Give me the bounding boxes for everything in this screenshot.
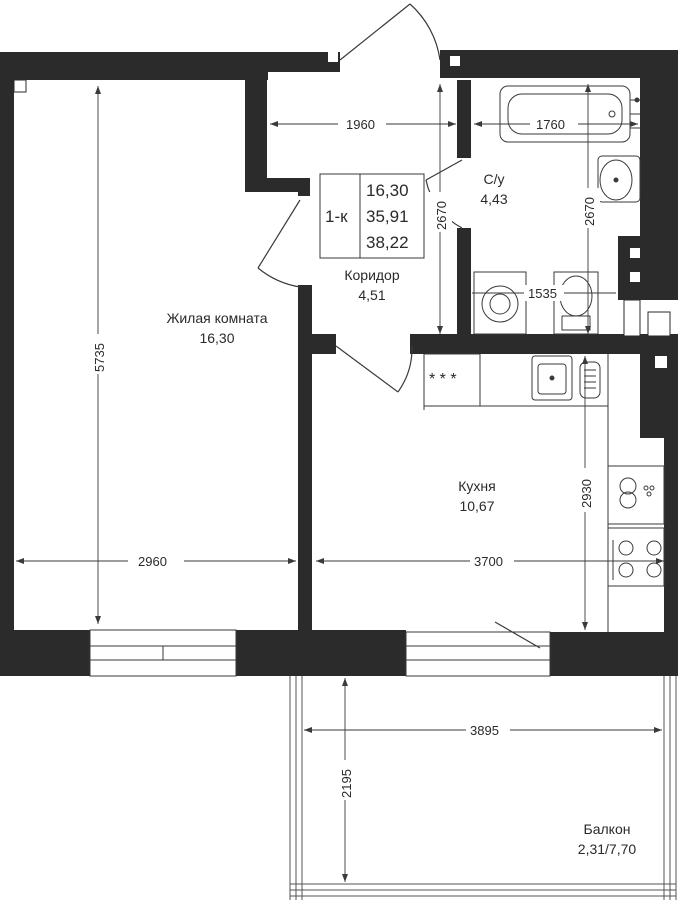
dim-living-height: 5735: [92, 343, 107, 372]
total-area-value: 35,91: [366, 207, 409, 226]
svg-text:* * *: * * *: [429, 371, 457, 388]
kitchen-fixtures: * * *: [423, 353, 665, 632]
kitchen-name: Кухня: [458, 478, 495, 494]
washing-machine: [473, 271, 527, 335]
dim-kitchen-height: 2930: [579, 479, 594, 508]
toilet: [553, 271, 599, 335]
total-with-balcony-value: 38,22: [366, 233, 409, 252]
bathroom-name: С/у: [484, 171, 505, 187]
living-area-value: 16,30: [366, 181, 409, 200]
balcony: [289, 676, 677, 900]
bath-sink: [597, 155, 641, 203]
dim-corridor-width: 1960: [346, 117, 375, 132]
dim-bath-width: 1760: [536, 117, 565, 132]
summary-box: 1-к 16,30 35,91 38,22: [319, 173, 425, 259]
corridor-name: Коридор: [344, 267, 400, 283]
living-room-name: Жилая комната: [166, 310, 267, 326]
wall-details: [13, 52, 671, 368]
corridor-area: 4,51: [358, 287, 385, 303]
bathroom-area: 4,43: [480, 191, 507, 207]
bath-fixtures: [473, 85, 641, 335]
dimension-labels: 5735 2960 1960 2670 1760 2670 1535 2930 …: [86, 116, 600, 800]
dim-bath-height: 2670: [582, 197, 597, 226]
living-room-area: 16,30: [199, 330, 234, 346]
balcony-area: 2,31/7,70: [578, 841, 637, 857]
dim-corridor-height: 2670: [434, 201, 449, 230]
dim-living-width: 2960: [138, 554, 167, 569]
windows: [89, 629, 551, 677]
dim-balcony-width: 3895: [470, 723, 499, 738]
dim-kitchen-width: 3700: [474, 554, 503, 569]
dim-balcony-depth: 2195: [339, 769, 354, 798]
walls: [0, 50, 678, 676]
balcony-name: Балкон: [584, 821, 631, 837]
apartment-type: 1-к: [325, 207, 348, 226]
room-labels: Жилая комната 16,30 Коридор 4,51 С/у 4,4…: [166, 171, 636, 857]
dimension-arrows: [16, 84, 664, 882]
kitchen-area: 10,67: [459, 498, 494, 514]
dim-bath-lower-width: 1535: [528, 286, 557, 301]
